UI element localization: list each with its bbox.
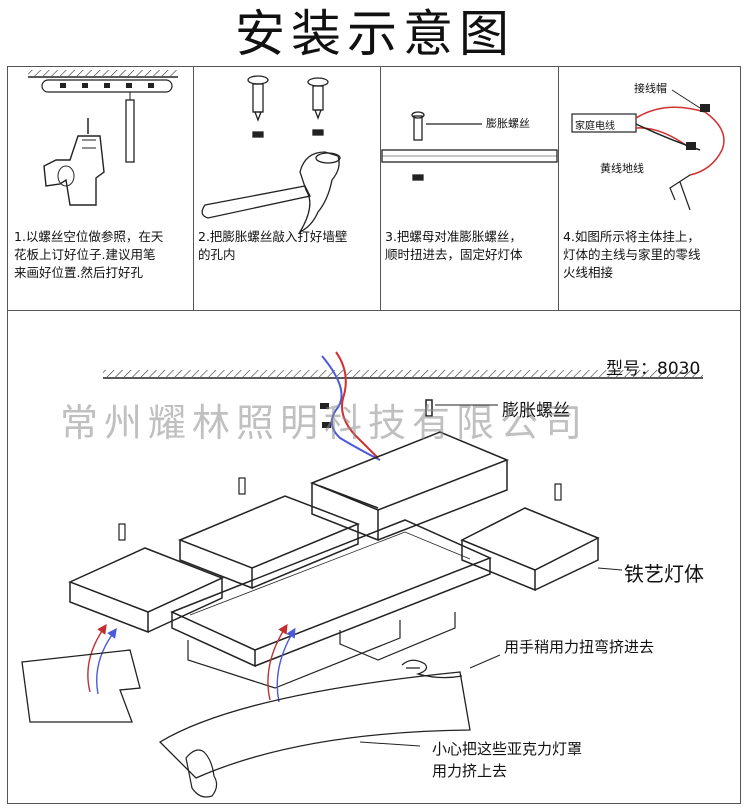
step3-caption: 3.把螺母对准膨胀螺丝， 顺时扭进去，固定好灯体 (385, 229, 523, 262)
step1-caption: 1.以螺丝空位做参照，在天 花板上订好位子.建议用笔 来画好位置.然后打好孔 (14, 229, 164, 280)
step4-cap-label: 接线帽 (634, 82, 667, 95)
step4-illustration (571, 89, 725, 211)
step3-expansion-screw-label: 膨胀螺丝 (486, 117, 530, 130)
diagram-frame (7, 66, 741, 804)
company-watermark: 常州耀林照明科技有限公司 (60, 401, 589, 445)
row-divider (7, 310, 741, 311)
step2-illustration (201, 75, 341, 234)
instruction-acrylic: 小心把这些亚克力灯罩 用力挤上去 (432, 740, 583, 780)
column-divider (380, 66, 381, 310)
step4-ground-label: 黄线地线 (600, 162, 644, 175)
step2-caption: 2.把膨胀螺丝敲入打好墙壁 的孔内 (198, 229, 348, 262)
page-title: 安装示意图 (235, 5, 515, 63)
instruction-twist: 用手稍用力扭弯挤进去 (504, 638, 655, 656)
step3-illustration (381, 111, 558, 181)
step1-illustration (28, 70, 178, 206)
expansion-screw-label: 膨胀螺丝 (502, 401, 570, 421)
step4-home-wire-label: 家庭电线 (575, 121, 615, 132)
column-divider (193, 66, 194, 310)
model-number: 型号：8030 (606, 359, 701, 379)
column-divider (558, 66, 559, 310)
main-illustration (21, 351, 703, 798)
step4-caption: 4.如图所示将主体挂上， 灯体的主线与家里的零线 火线相接 (563, 229, 701, 280)
lamp-body-label: 铁艺灯体 (624, 562, 704, 586)
